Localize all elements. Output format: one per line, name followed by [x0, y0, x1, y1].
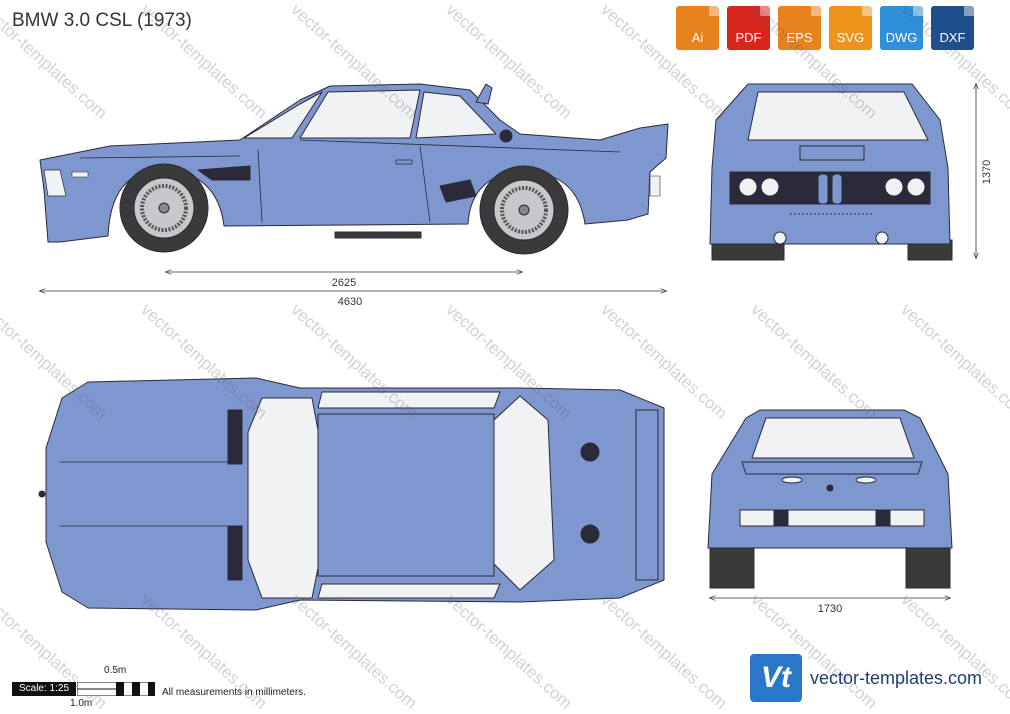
side-window-front	[299, 89, 421, 139]
side-window-rear	[415, 91, 497, 139]
front-view	[709, 83, 953, 261]
rear-window	[751, 417, 915, 459]
measurement-note: All measurements in millimeters.	[162, 687, 306, 698]
scale-label: Scale: 1:25	[12, 682, 76, 696]
svg-file-icon[interactable]: SVG	[829, 6, 872, 50]
scale-bar	[77, 682, 155, 696]
brand-logo-icon: Vt	[750, 654, 802, 702]
length-label: 4630	[338, 296, 362, 308]
side-view	[39, 83, 669, 255]
top-windshield	[247, 397, 319, 599]
scale-half-label: 0.5m	[104, 665, 127, 676]
rear-view	[707, 409, 953, 589]
ai-file-icon[interactable]: Ai	[676, 6, 719, 50]
brand-text: vector-templates.com	[810, 667, 983, 688]
height-label: 1370	[981, 160, 993, 184]
side-rear-wheel	[479, 165, 569, 255]
top-roof	[317, 413, 495, 577]
wheelbase-label: 2625	[332, 277, 356, 289]
pdf-file-icon[interactable]: PDF	[727, 6, 770, 50]
eps-file-icon[interactable]: EPS	[778, 6, 821, 50]
dxf-file-icon[interactable]: DXF	[931, 6, 974, 50]
top-rear-window	[493, 395, 555, 591]
front-windshield	[747, 91, 929, 141]
brand[interactable]: Vt vector-templates.com	[750, 654, 982, 702]
scale-one-label: 1.0m	[70, 698, 93, 709]
side-front-wheel	[119, 163, 209, 253]
page-title: BMW 3.0 CSL (1973)	[12, 10, 192, 31]
side-windshield	[243, 91, 323, 139]
dwg-file-icon[interactable]: DWG	[880, 6, 923, 50]
width-label: 1730	[818, 603, 842, 615]
format-downloads: Ai PDF EPS SVG DWG DXF	[676, 6, 974, 50]
top-view	[38, 377, 665, 611]
